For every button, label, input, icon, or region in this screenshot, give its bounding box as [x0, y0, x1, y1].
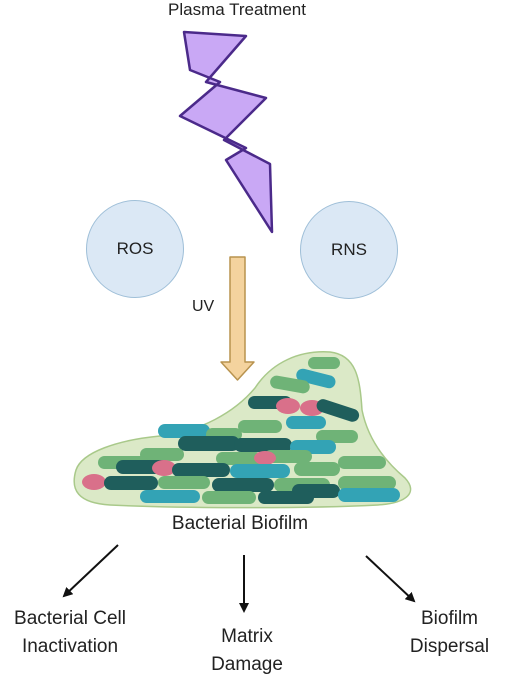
outcome-line: Damage [211, 654, 283, 675]
down-arrow-icon [365, 555, 416, 603]
outcome-line: Matrix [221, 626, 273, 647]
outcome-line: Dispersal [409, 636, 490, 657]
rns-node: RNS [300, 201, 398, 299]
uv-label: UV [192, 298, 215, 315]
outcome-line: Bacterial Cell [14, 608, 126, 629]
ros-node: ROS [86, 200, 184, 298]
uv-arrow-icon [220, 256, 255, 381]
diagram-title: Plasma Treatment [168, 0, 306, 19]
ros-label: ROS [116, 239, 154, 258]
outcome-cell-inactivation: Bacterial Cell Inactivation [0, 605, 140, 661]
outcome-line: Inactivation [21, 636, 119, 657]
rns-label: RNS [331, 240, 367, 259]
outcome-line: Biofilm [420, 608, 478, 629]
biofilm-label: Bacterial Biofilm [171, 513, 309, 534]
down-arrow-icon [62, 544, 119, 598]
bacteria-cluster [82, 357, 400, 504]
outcome-matrix-damage: Matrix Damage [192, 623, 302, 679]
outcome-biofilm-dispersal: Biofilm Dispersal [392, 605, 505, 661]
lightning-bolt-icon [178, 30, 274, 234]
